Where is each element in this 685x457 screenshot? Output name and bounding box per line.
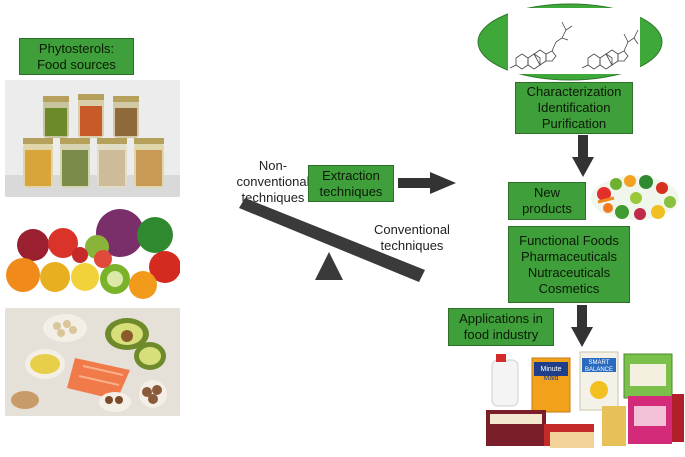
jar-top-3 (113, 96, 139, 138)
jar-top-1 (43, 96, 69, 138)
seesaw-plank (239, 198, 425, 282)
arrow-down-1 (572, 135, 594, 177)
extraction-line1: Extraction (322, 167, 380, 183)
jar-bottom-1 (23, 138, 53, 188)
brand-minute: Minute (540, 366, 561, 373)
arrow-down-2 (571, 305, 593, 347)
bar-box-2 (550, 432, 594, 448)
cereal-box (602, 406, 626, 446)
non-conventional-line2: conventional (236, 174, 310, 189)
seesaw-fulcrum (315, 252, 343, 280)
characterization-line1: Characterization (526, 84, 622, 99)
brand-maid: Maid (543, 375, 558, 382)
seed-jars-photo (5, 80, 180, 197)
food-sources-title-line1: Phytosterols: (38, 40, 115, 56)
characterization-box: Characterization Identification Purifica… (515, 82, 633, 134)
uses-line4: Cosmetics (538, 280, 600, 296)
phytosterol-structure-oval (477, 3, 663, 81)
non-conventional-label: Non- conventional techniques (228, 158, 318, 206)
new-products-line1: New (533, 185, 560, 200)
non-conventional-line1: Non- (258, 158, 288, 173)
food-products-image: Minute Maid SMART BALANCE (484, 350, 684, 454)
uses-box: Functional Foods Pharmaceuticals Nutrace… (508, 226, 630, 303)
non-conventional-line3: techniques (241, 190, 305, 205)
food-sources-title-line2: Food sources (37, 56, 116, 72)
uses-line1: Functional Foods (519, 232, 619, 248)
extraction-techniques-box: Extraction techniques (308, 165, 394, 202)
milk-jug (491, 359, 519, 407)
seesaw (239, 198, 425, 282)
new-products-box: New products (508, 182, 586, 220)
applications-line1: Applications in (459, 311, 543, 326)
characterization-line2: Identification (537, 100, 611, 115)
jar-top-2 (78, 94, 104, 138)
jar-bottom-2 (60, 138, 90, 188)
brand-smart: SMART (589, 360, 610, 366)
vegetables-image (588, 172, 683, 224)
applications-box: Applications in food industry (448, 308, 554, 346)
uses-line2: Pharmaceuticals (520, 248, 618, 264)
conventional-label: Conventional techniques (362, 222, 462, 254)
new-products-line2: products (522, 201, 572, 216)
food-sources-title: Phytosterols: Food sources (19, 38, 134, 75)
fruits-vegetables-photo (5, 205, 180, 303)
healthy-fats-photo (5, 308, 180, 416)
uses-line3: Nutraceuticals (527, 264, 611, 280)
extraction-line2: techniques (319, 183, 383, 199)
applications-line2: food industry (463, 327, 539, 342)
red-bag (672, 394, 684, 442)
jar-bottom-4 (134, 138, 164, 188)
conventional-line2: techniques (380, 238, 444, 253)
arrow-extraction-right (398, 172, 456, 194)
brand-balance: BALANCE (585, 367, 613, 373)
characterization-line3: Purification (541, 116, 607, 131)
conventional-line1: Conventional (374, 222, 450, 237)
jar-bottom-3 (97, 138, 127, 188)
